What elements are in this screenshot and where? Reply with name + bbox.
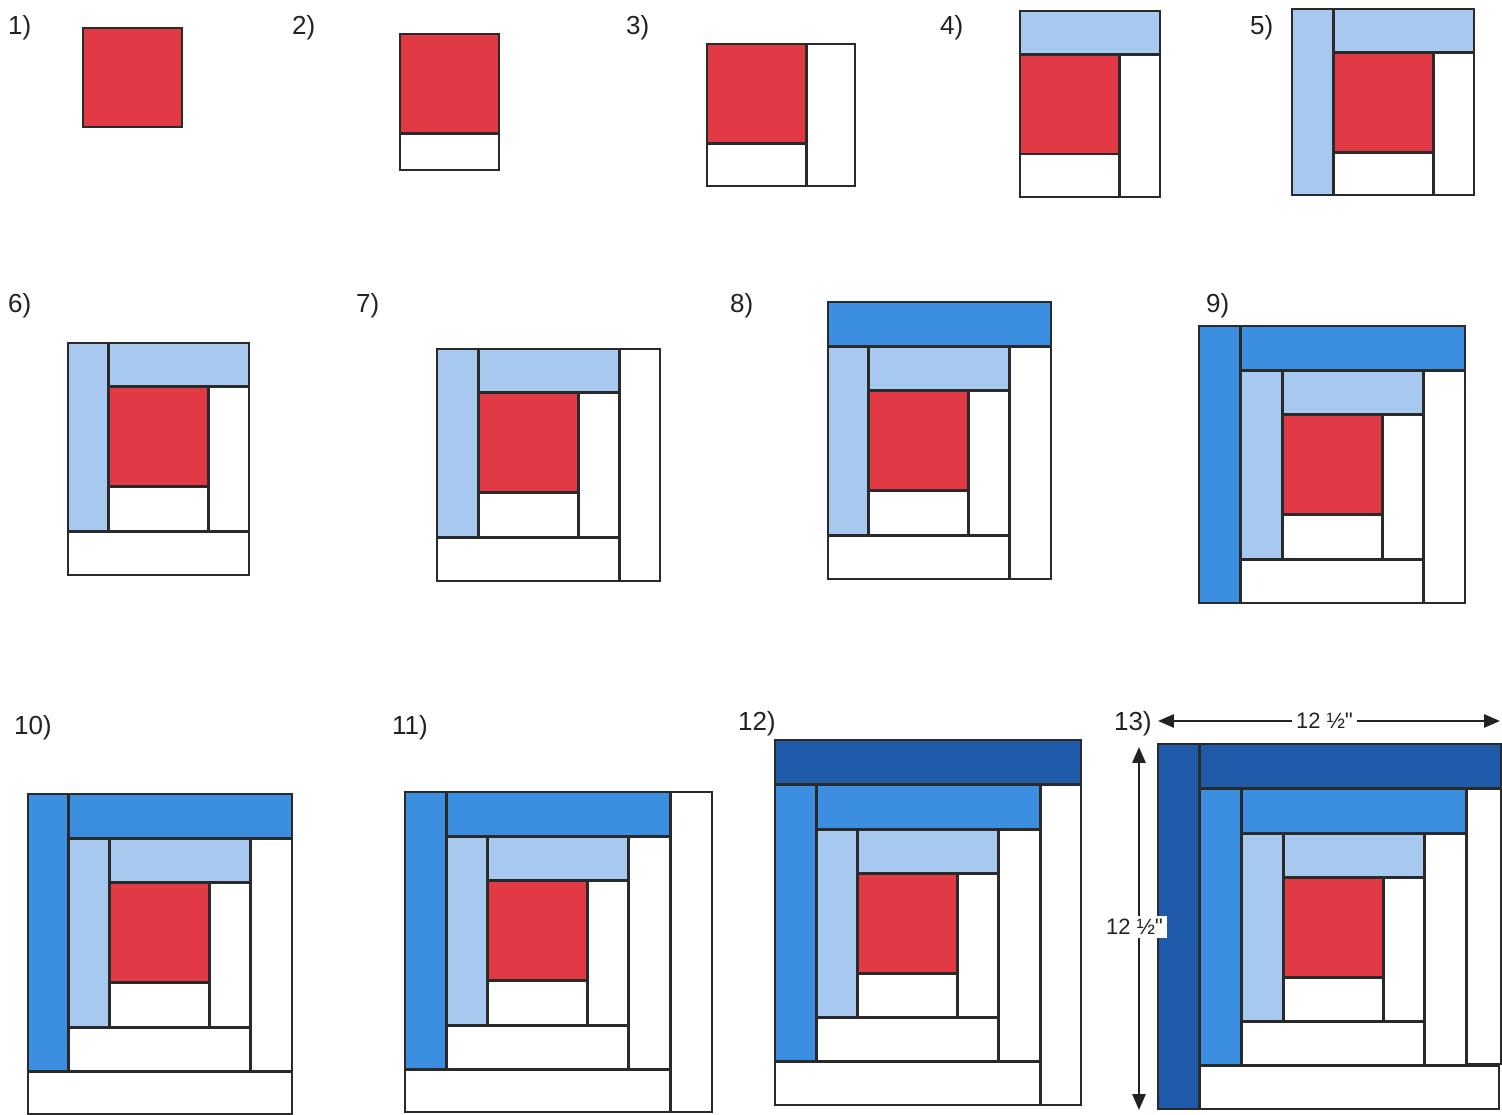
width-dimension-label: 12 ½" <box>1292 710 1357 732</box>
height-dimension-label: 12 ½" <box>1102 916 1167 938</box>
height-arrow-bottom-head <box>1132 1094 1146 1110</box>
width-arrow-left-head <box>1158 714 1174 728</box>
height-arrow-top-head <box>1132 747 1146 763</box>
width-arrow-right-head <box>1484 714 1500 728</box>
